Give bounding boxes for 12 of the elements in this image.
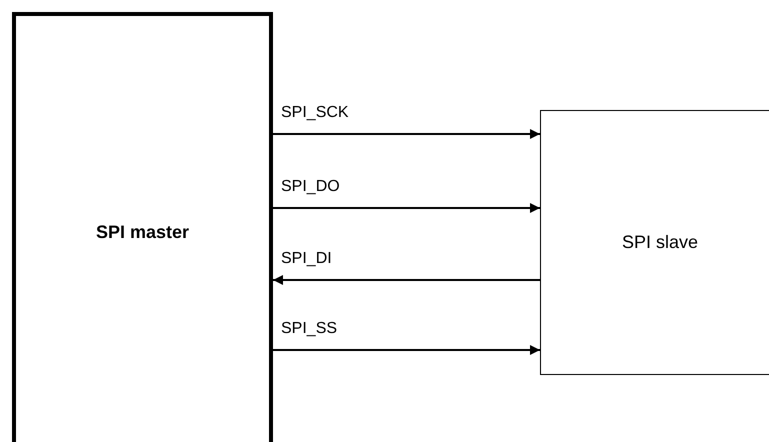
- block-box: [12, 12, 273, 442]
- block-label: SPI slave: [622, 231, 698, 254]
- signal-label: SPI_SS: [281, 320, 338, 338]
- signal-arrow: [273, 129, 540, 139]
- signal-label: SPI_DI: [281, 250, 332, 268]
- signal-label: SPI_SCK: [281, 104, 349, 122]
- signal-arrow: [273, 275, 540, 285]
- block-box: [540, 110, 769, 375]
- signal-arrow: [273, 203, 540, 213]
- block-label: SPI master: [96, 220, 190, 244]
- signal-arrow: [273, 345, 540, 355]
- signal-label: SPI_DO: [281, 178, 340, 196]
